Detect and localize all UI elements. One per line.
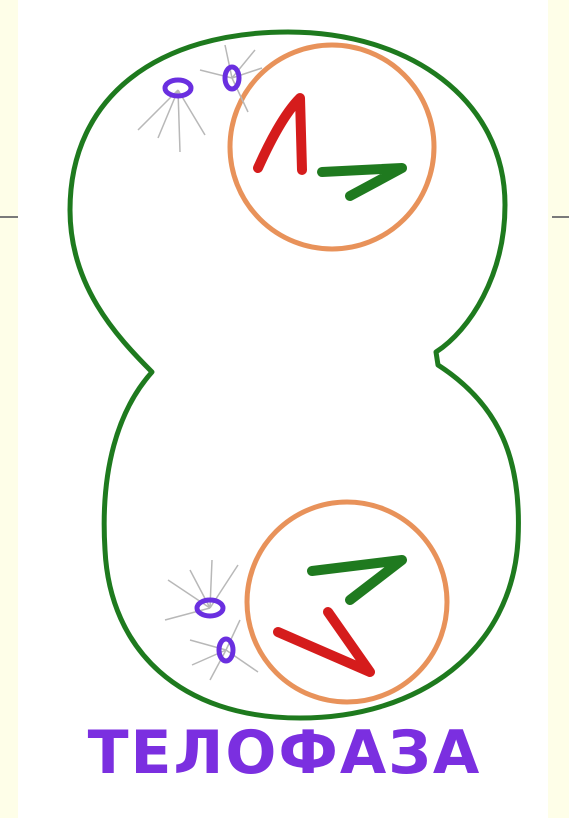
- spindle-fibers-bottom: [165, 560, 258, 680]
- diagram-title: ТЕЛОФАЗА: [0, 718, 569, 788]
- chromosome-red-bottom: [278, 612, 370, 672]
- nucleus-top: [230, 45, 434, 249]
- chromosome-red-top: [258, 98, 302, 170]
- chromosome-green-bottom: [312, 560, 402, 600]
- centriole-group-bottom: [165, 560, 258, 680]
- nucleus-bottom: [247, 502, 447, 702]
- nucleus-envelope-top: [230, 45, 434, 249]
- cell-membrane: [70, 32, 518, 718]
- centriole-icon: [165, 80, 191, 96]
- chromosome-green-top: [322, 168, 402, 196]
